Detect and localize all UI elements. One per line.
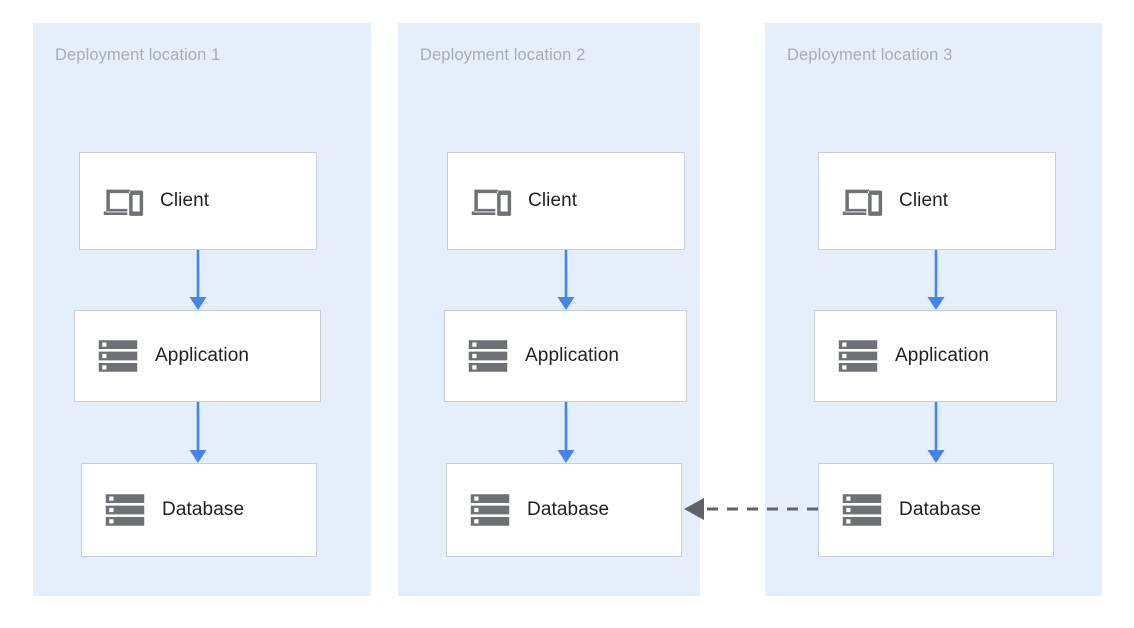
zone-title: Deployment location 1 (55, 46, 221, 64)
node-label: Database (527, 499, 610, 520)
node-label: Database (899, 499, 982, 520)
node-application-1[interactable]: Application (74, 310, 321, 402)
node-application-2[interactable]: Application (444, 310, 687, 402)
server-icon (468, 340, 508, 372)
node-label: Application (155, 345, 250, 366)
node-application-3[interactable]: Application (814, 310, 1057, 402)
server-icon (105, 494, 145, 526)
node-label: Database (162, 499, 245, 520)
node-label: Application (525, 345, 620, 366)
node-label: Client (160, 190, 210, 211)
node-client-3[interactable]: Client (818, 152, 1056, 250)
zone-title: Deployment location 2 (420, 46, 586, 64)
server-icon (842, 494, 882, 526)
node-client-2[interactable]: Client (447, 152, 685, 250)
node-database-3[interactable]: Database (818, 463, 1054, 557)
devices-icon (103, 189, 144, 216)
node-label: Application (895, 345, 990, 366)
node-client-1[interactable]: Client (79, 152, 317, 250)
zone-title: Deployment location 3 (787, 46, 953, 64)
server-icon (838, 340, 878, 372)
node-database-2[interactable]: Database (446, 463, 682, 557)
devices-icon (471, 189, 512, 216)
server-icon (98, 340, 138, 372)
node-database-1[interactable]: Database (81, 463, 317, 557)
node-label: Client (528, 190, 578, 211)
server-icon (470, 494, 510, 526)
devices-icon (842, 189, 883, 216)
node-label: Client (899, 190, 949, 211)
